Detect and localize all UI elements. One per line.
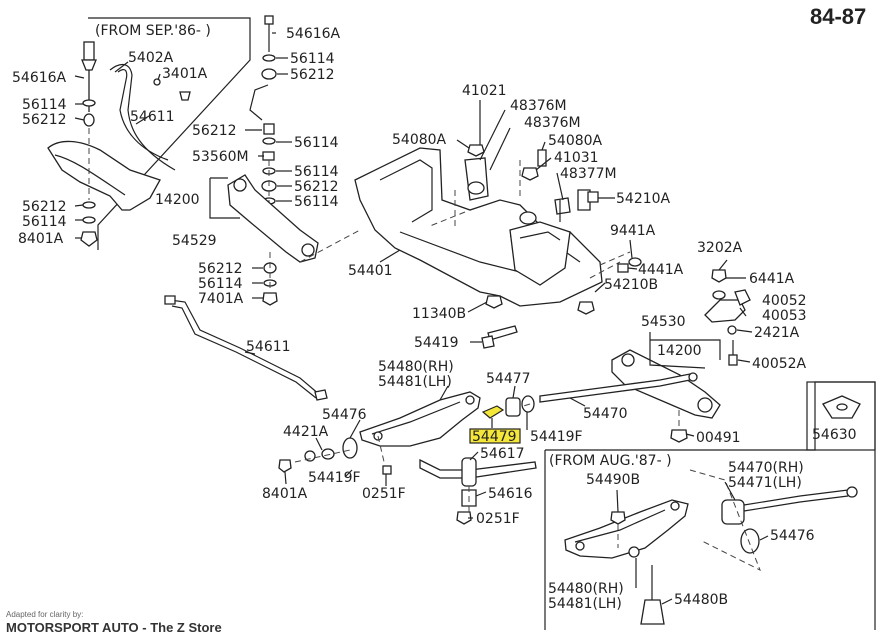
callout-54419F-right: 54419F [530, 429, 583, 445]
callout-6441A: 6441A [749, 271, 795, 287]
callout-56212-r5: 56212 [198, 261, 243, 277]
callout-40052A: 40052A [752, 356, 807, 372]
credit-small: Adapted for clarity by: [6, 610, 83, 619]
page-id: 84-87 [810, 4, 866, 29]
callout-54419: 54419 [414, 335, 459, 351]
callout-56212-r3: 56212 [294, 179, 339, 195]
part-54630 [822, 395, 861, 419]
callout-56212-a: 56212 [22, 112, 67, 128]
callout-54616A-top: 54616A [286, 26, 341, 42]
callout-11340B: 11340B [412, 306, 466, 322]
callout-54611-top: 54611 [130, 109, 175, 125]
callout-56114-r2: 56114 [294, 135, 339, 151]
callout-40053: 40053 [762, 308, 807, 324]
link-arm-54529 [209, 174, 319, 306]
callout-56212-r2: 56212 [192, 123, 237, 139]
inset-callout-54471LH: 54471(LH) [728, 475, 802, 491]
frame-lines [88, 17, 876, 630]
callout-56212-r1: 56212 [290, 67, 335, 83]
callout-54080A-left: 54080A [392, 132, 447, 148]
callout-3401A: 3401A [162, 66, 208, 82]
callout-00491: 00491 [696, 430, 741, 446]
callout-54617: 54617 [480, 446, 525, 462]
callout-56114-r3: 56114 [294, 164, 339, 180]
callout-54210B: 54210B [604, 277, 658, 293]
inset-callout-54490B: 54490B [586, 472, 640, 488]
left-lower-arm-assembly [47, 41, 191, 247]
callout-56114-a: 56114 [22, 97, 67, 113]
callout-54611-mid: 54611 [246, 339, 291, 355]
callout-54080A-right: 54080A [548, 133, 603, 149]
callout-0251F-b: 0251F [476, 511, 520, 527]
inset-callout-54476: 54476 [770, 528, 815, 544]
right-mount-parts [617, 257, 751, 366]
inset-callout-54481LH: 54481(LH) [548, 596, 622, 612]
callout-2421A: 2421A [754, 325, 800, 341]
callout-8401A-bottom: 8401A [262, 486, 308, 502]
bushing-stack-left [249, 15, 277, 205]
callout-48376M-b: 48376M [524, 115, 581, 131]
callout-54529: 54529 [172, 233, 217, 249]
callout-54479: 54479 [472, 429, 517, 445]
callout-4441A: 4441A [638, 262, 684, 278]
callout-14200-right: 14200 [657, 343, 702, 359]
callout-54616A-left: 54616A [12, 70, 67, 86]
callout-54470: 54470 [583, 406, 628, 422]
callout-54616: 54616 [488, 486, 533, 502]
stabilizer-bar-54611 [164, 295, 328, 401]
callout-48377M: 48377M [560, 166, 617, 182]
callout-54401: 54401 [348, 263, 393, 279]
callout-56114-r1: 56114 [290, 51, 335, 67]
bracket-54480 [278, 391, 521, 475]
callout-56114-b: 56114 [22, 214, 67, 230]
note-from-aug-87: (FROM AUG.'87- ) [549, 453, 672, 469]
callout-48376M-a: 48376M [510, 98, 567, 114]
callout-56114-r5: 56114 [198, 276, 243, 292]
inset-callout-54480B: 54480B [674, 592, 728, 608]
highlighted-part-54479 [469, 405, 521, 444]
callout-56114-r4: 56114 [294, 194, 339, 210]
callout-40052: 40052 [762, 293, 807, 309]
callout-54480RH: 54480(RH) [378, 359, 454, 375]
callout-54210A: 54210A [616, 191, 671, 207]
note-from-sep-86: (FROM SEP.'86- ) [95, 23, 211, 39]
callout-56212-b: 56212 [22, 199, 67, 215]
callout-53560M: 53560M [192, 149, 249, 165]
credit-big: MOTORSPORT AUTO - The Z Store [6, 620, 222, 635]
callout-54530: 54530 [641, 314, 686, 330]
callout-54476: 54476 [322, 407, 367, 423]
callout-8401A-left: 8401A [18, 231, 64, 247]
callout-54419F-bottom: 54419F [308, 470, 361, 486]
callout-54630: 54630 [812, 427, 857, 443]
callout-41031: 41031 [554, 150, 599, 166]
callout-9441A: 9441A [610, 223, 656, 239]
callout-54477: 54477 [486, 371, 531, 387]
callout-0251F-a: 0251F [362, 486, 406, 502]
callout-7401A: 7401A [198, 291, 244, 307]
callout-labels: 84-87 (FROM SEP.'86- ) 54616A 54616A 540… [6, 4, 866, 635]
callout-3202A: 3202A [697, 240, 743, 256]
leader-lines [74, 32, 769, 605]
link-54617-54616 [419, 457, 537, 525]
callout-14200-left: 14200 [155, 192, 200, 208]
callout-41021: 41021 [462, 83, 507, 99]
inset-callout-54470RH: 54470(RH) [728, 460, 804, 476]
inset-callout-54480RH: 54480(RH) [548, 581, 624, 597]
callout-5402A: 5402A [128, 50, 174, 66]
inset-assembly [564, 469, 858, 625]
callout-4421A: 4421A [283, 424, 329, 440]
callout-54481LH: 54481(LH) [378, 374, 452, 390]
